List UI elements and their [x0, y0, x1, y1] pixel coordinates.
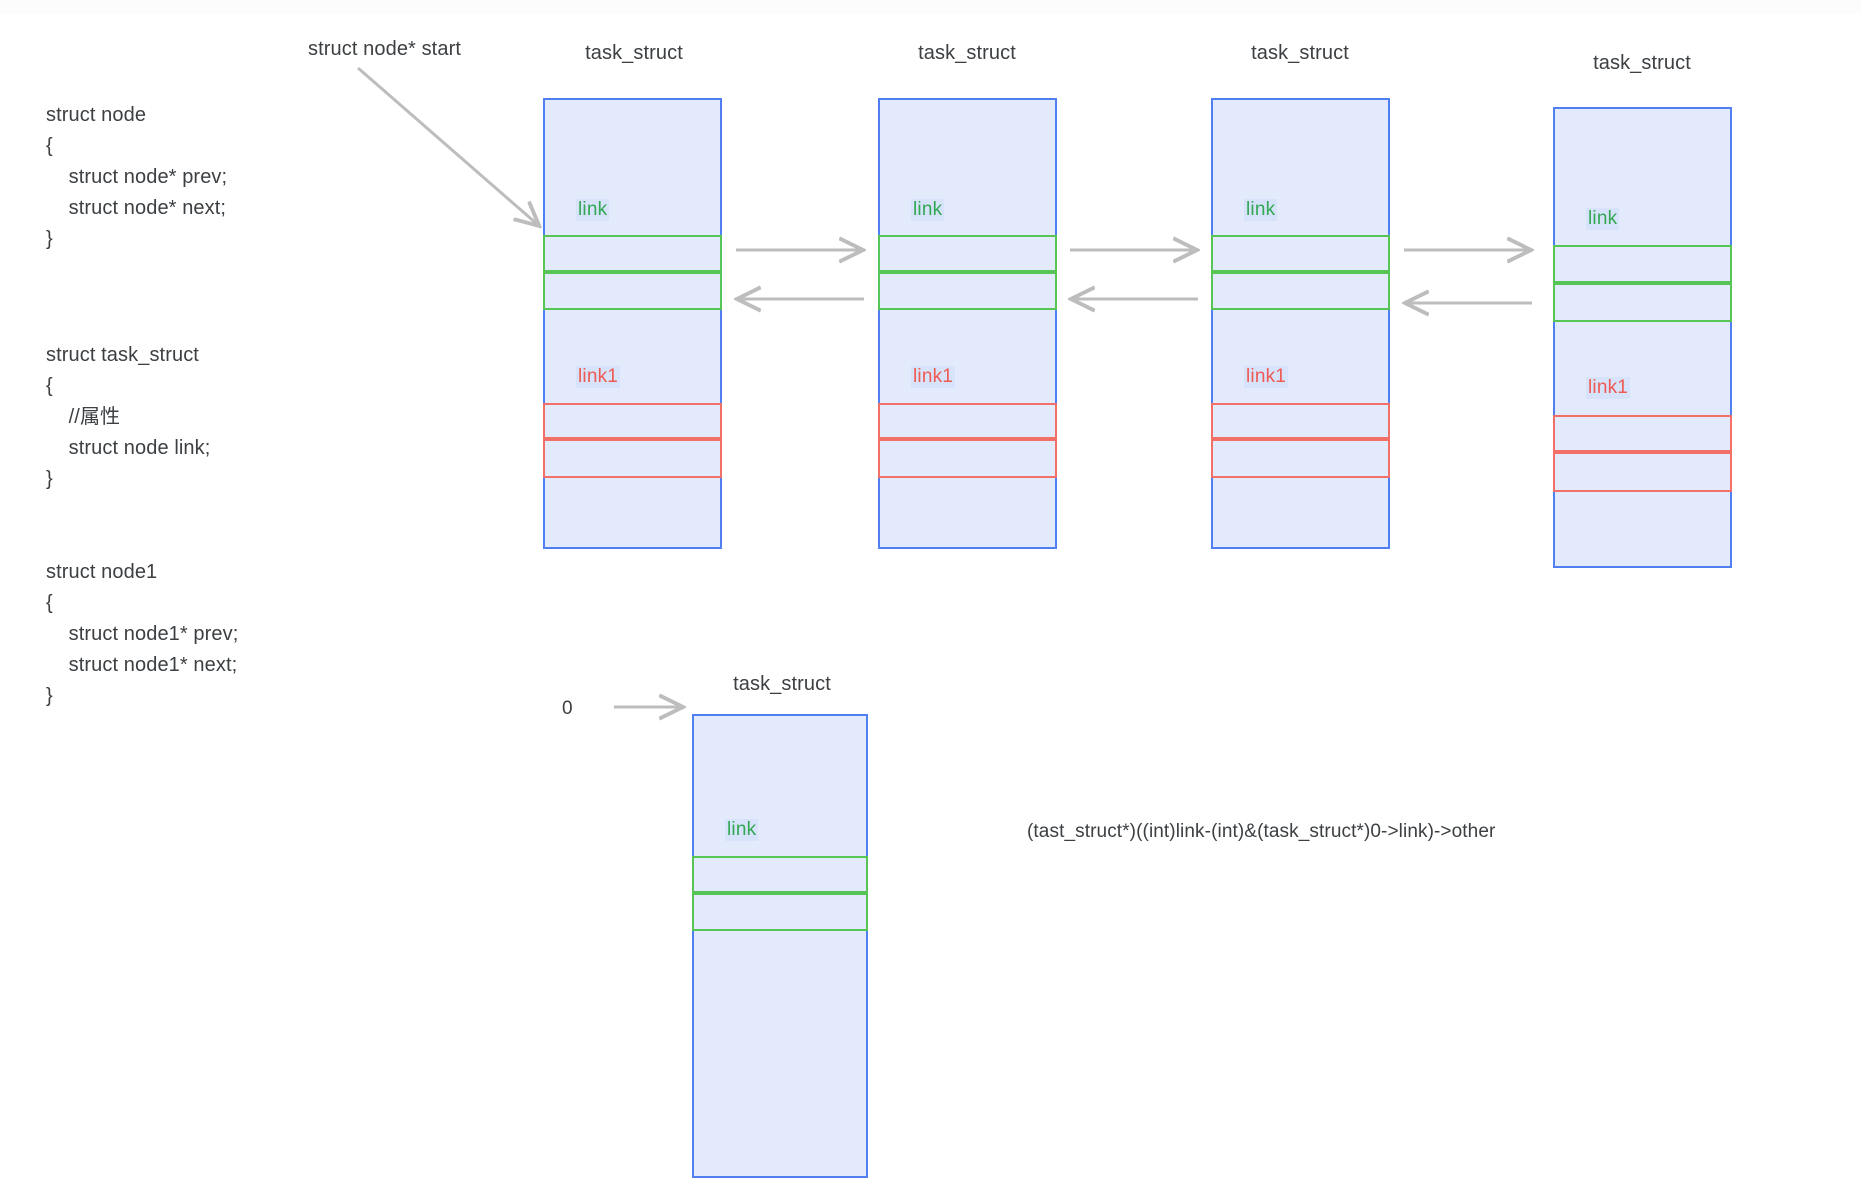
- link1-prev-slot-4[interactable]: [1553, 415, 1732, 452]
- slot-label-link-bottom: link: [725, 819, 759, 841]
- start-pointer-label: struct node* start: [308, 38, 461, 60]
- top-strip: [0, 0, 1861, 14]
- link-prev-slot-4[interactable]: [1553, 245, 1732, 283]
- task-struct-title-bottom: task_struct: [733, 673, 831, 695]
- zero-pointer-label: 0: [562, 698, 573, 719]
- slot-label-link1-2: link1: [911, 366, 956, 388]
- link1-next-slot-3[interactable]: [1211, 439, 1390, 478]
- slot-label-link-4: link: [1586, 208, 1620, 230]
- task-struct-box-1[interactable]: link link1: [543, 98, 722, 549]
- link1-next-slot-2[interactable]: [878, 439, 1057, 478]
- link1-prev-slot-3[interactable]: [1211, 403, 1390, 439]
- start-pointer-arrow: [357, 66, 550, 240]
- link1-next-slot-1[interactable]: [543, 439, 722, 478]
- link-next-slot-1[interactable]: [543, 272, 722, 310]
- link1-prev-slot-2[interactable]: [878, 403, 1057, 439]
- slot-label-link-2: link: [911, 199, 945, 221]
- slot-label-link1-1: link1: [576, 366, 621, 388]
- task-struct-title-3: task_struct: [1251, 42, 1349, 64]
- link-next-slot-2[interactable]: [878, 272, 1057, 310]
- task-struct-box-3[interactable]: link link1: [1211, 98, 1390, 549]
- link-next-slot-4[interactable]: [1553, 283, 1732, 322]
- zero-pointer-arrow: [614, 690, 702, 720]
- link-prev-slot-3[interactable]: [1211, 235, 1390, 272]
- task-struct-box-4[interactable]: link link1: [1553, 107, 1732, 568]
- code-block-struct-node1: struct node1 { struct node1* prev; struc…: [46, 561, 239, 707]
- task-struct-title-2: task_struct: [918, 42, 1016, 64]
- slot-label-link-1: link: [576, 199, 610, 221]
- link1-prev-slot-1[interactable]: [543, 403, 722, 439]
- slot-label-link1-4: link1: [1586, 377, 1631, 399]
- code-block-struct-task-struct: struct task_struct { //属性 struct node li…: [46, 344, 211, 490]
- code-block-struct-node: struct node { struct node* prev; struct …: [46, 104, 228, 250]
- link-next-slot-bottom[interactable]: [692, 893, 868, 931]
- link-prev-slot-2[interactable]: [878, 235, 1057, 272]
- link-prev-slot-bottom[interactable]: [692, 856, 868, 893]
- link-prev-slot-1[interactable]: [543, 235, 722, 272]
- slot-label-link-3: link: [1244, 199, 1278, 221]
- link1-next-slot-4[interactable]: [1553, 452, 1732, 492]
- slot-label-link1-3: link1: [1244, 366, 1289, 388]
- task-struct-title-4: task_struct: [1593, 52, 1691, 74]
- task-struct-box-2[interactable]: link link1: [878, 98, 1057, 549]
- task-struct-title-1: task_struct: [585, 42, 683, 64]
- offsetof-formula-text: (tast_struct*)((int)link-(int)&(task_str…: [1027, 821, 1496, 842]
- link-next-slot-3[interactable]: [1211, 272, 1390, 310]
- task-struct-box-bottom[interactable]: link: [692, 714, 868, 1178]
